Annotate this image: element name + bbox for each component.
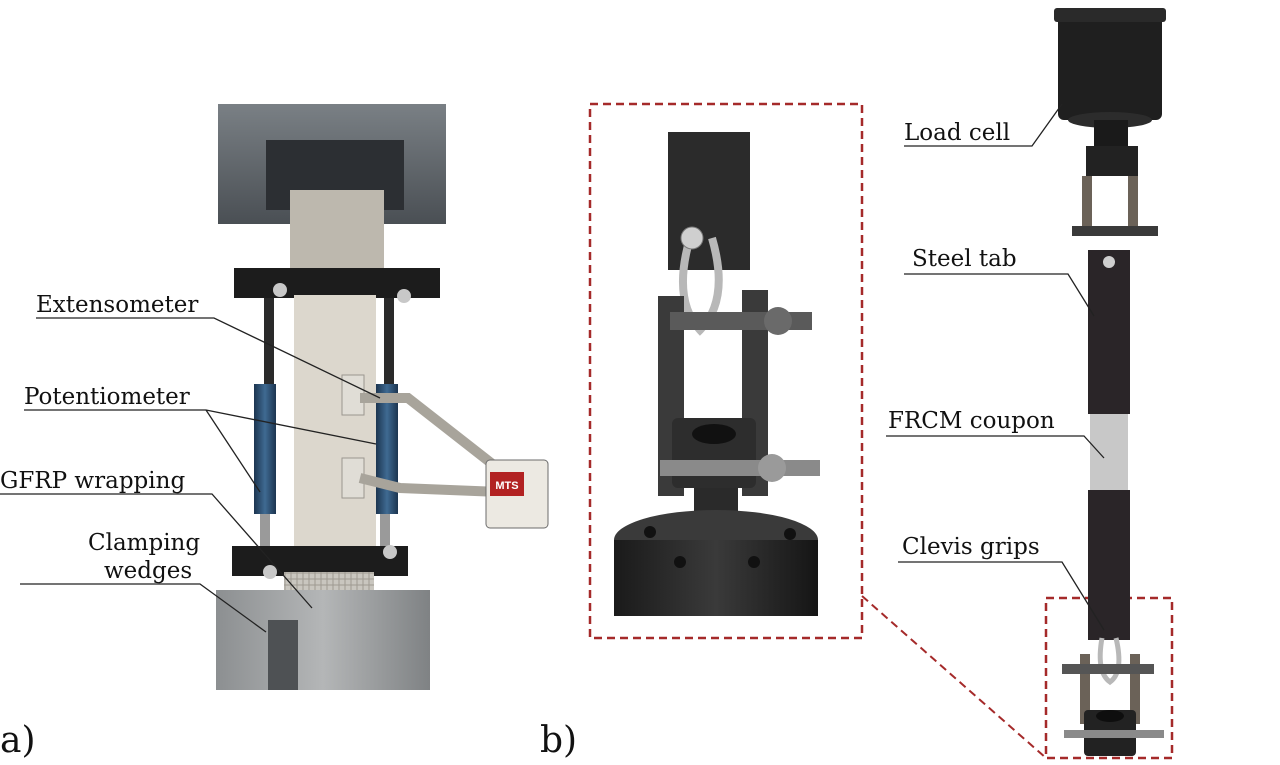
potentiometer-left [254,384,276,514]
potentiometer-right [376,384,398,514]
callouts-panel-a: Extensometer Potentiometer GFRP wrapping… [0,292,381,633]
callout-gfrp-wrapping: GFRP wrapping [0,468,185,494]
zoom-box-detail [588,102,864,640]
leader-potentiometer-left [205,409,261,493]
nut-icon [764,307,792,335]
callouts-panel-b: Load cell Steel tab FRCM coupon Clevis g… [886,103,1105,631]
lower-clevis-plate [1130,654,1140,724]
lower-yoke [232,546,408,576]
lower-shackle [1097,637,1122,686]
upper-clevis-cylinder [1086,146,1138,176]
extensometer-arm [358,473,501,497]
callout-steel-tab: Steel tab [912,246,1017,272]
lower-clevis-bolt [1064,730,1164,738]
extensometer-arm [360,393,504,474]
steel-tab-bottom [1088,490,1130,640]
shackle-pin-icon [680,226,704,250]
wedge-gap [268,620,298,690]
upper-clevis-plate [1082,176,1092,234]
load-cell [1058,12,1162,120]
clamping-wedges [216,590,430,690]
callout-clevis-grips: Clevis grips [902,534,1040,560]
mts-badge [490,472,524,496]
flange-hole [644,526,656,538]
leader-extensometer [36,317,381,399]
steel-tab-top [1088,250,1130,414]
callout-frcm-coupon: FRCM coupon [888,408,1055,434]
flange-hole [674,556,686,568]
bolt-icon [383,545,397,559]
leader-gfrp-wrapping [0,493,313,609]
lower-clevis-bolt [1062,664,1154,674]
top-wrapping [290,190,384,270]
cylinder-bore [1096,710,1124,722]
panel-label-b: b) [540,720,577,761]
frcm-coupon [1090,414,1128,490]
leader-clevis-grips [898,561,1105,631]
callout-clamping-line2: wedges [104,558,192,584]
leader-clamping-wedges [20,583,267,633]
bolt-icon [397,289,411,303]
callout-potentiometer: Potentiometer [24,384,190,410]
tab-pin-icon [1103,256,1115,268]
panel-b-setup-photo [1054,8,1166,756]
upper-clevis-bolt [1072,226,1158,236]
lower-clevis-plate [1080,654,1090,724]
leader-load-cell [904,103,1063,147]
leader-frcm-coupon [886,435,1105,459]
potentiometer-rod [384,298,394,384]
bolt-icon [273,283,287,297]
bolt-shaft [660,460,820,476]
potentiometer-rod [264,298,274,384]
bolt-icon [263,565,277,579]
load-cell-rim [1054,8,1166,22]
leader-steel-tab [904,273,1095,317]
panel-label-a: a) [0,720,36,761]
callout-load-cell: Load cell [904,120,1010,146]
load-cell-stem [1094,120,1128,148]
zoom-connector [861,595,1047,759]
flange-hole [784,528,796,540]
panel-a-photo: MTS [216,104,549,690]
base-flange [614,540,818,616]
potentiometer-rod [260,514,270,548]
flange-hole [748,556,760,568]
cylinder-bore [692,424,736,444]
upper-clevis-plate [1128,176,1138,234]
nut-icon [758,454,786,482]
callout-extensometer: Extensometer [36,292,198,318]
callout-clamping-line1: Clamping [88,530,200,556]
potentiometer-rod [380,514,390,548]
panel-b-zoom-photo [596,110,858,636]
mts-label: MTS [495,480,518,492]
steel-tab [668,132,750,270]
